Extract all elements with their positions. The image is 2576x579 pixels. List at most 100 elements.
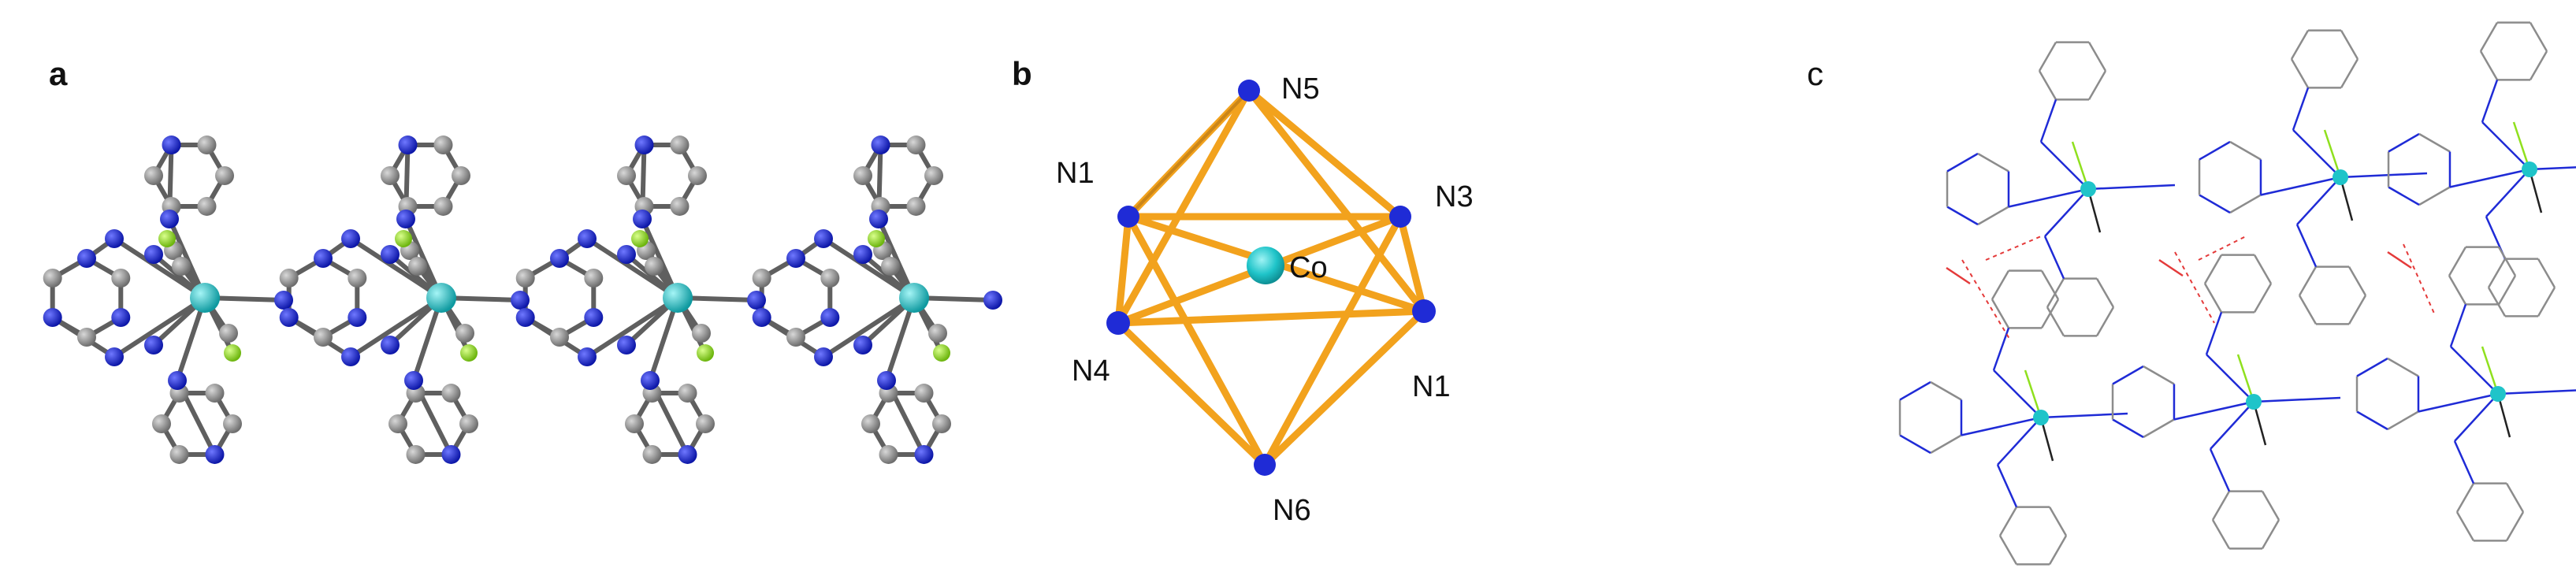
carbon-atom [625,414,644,433]
wire-bond [2087,184,2176,191]
bond [822,295,916,359]
wire-bond [2203,254,2223,284]
wire-bond [2418,132,2451,153]
wire-bond [2112,365,2144,385]
wire-bond [1998,535,2018,565]
nitrogen-atom [752,308,771,327]
wire-bond [2448,247,2467,277]
nitrogen-atom [578,347,597,366]
nitrogen-atom [617,245,636,264]
nitrogen-atom [584,308,604,327]
wire-bond [2173,400,2254,421]
nitrogen-atom [398,135,418,155]
cobalt-atom [190,283,220,313]
wire-bond [2454,393,2499,442]
atom-n5 [1238,80,1260,102]
wire-bond [1946,152,1979,173]
wire-bond [2479,22,2499,52]
nitrogen-atom [144,336,163,354]
halogen-atom [631,230,649,247]
wire-bond [2448,275,2467,305]
wire-bond [2347,295,2367,325]
wire-bond [2487,287,2507,317]
wire-bond [2295,224,2318,268]
carbon-atom [348,269,367,288]
carbon-atom [906,135,926,155]
edge [1245,87,1404,221]
wire-bond [2292,87,2310,131]
wire-bond [2048,535,2068,565]
wire-bond [1996,464,2018,508]
wire-bond [2261,491,2280,521]
wire-bond [2356,357,2388,377]
nitrogen-atom [550,249,569,268]
edge [1124,213,1269,469]
carbon-atom [692,324,711,343]
wire-bond [2505,511,2525,541]
nitrogen-atom [441,444,461,464]
wire-bond [1977,206,2009,226]
nitrogen-atom [641,371,660,390]
carbon-atom [670,196,690,216]
wire-bond [2387,357,2419,377]
wire-bond [1930,434,1962,455]
halogen-atom [697,344,714,362]
wire-bond [2388,186,2420,206]
carbon-atom [678,384,697,403]
label-n5: N5 [1281,72,1320,106]
wire-bond [2253,254,2273,284]
carbon-atom [77,328,96,347]
halogen-atom [224,344,241,362]
nitrogen-atom [168,371,187,390]
atom-n3 [1389,206,1411,228]
wire-bond [2455,483,2475,513]
nitrogen-atom [77,249,96,268]
nitrogen-atom [381,336,400,354]
wire-bond [2038,70,2057,100]
nitrogen-atom [983,291,1002,310]
label-co: Co [1289,251,1328,284]
wire-bond [2481,346,2500,395]
halogen-atom [933,344,950,362]
wire-bond [2203,283,2223,313]
carbon-atom [617,166,636,185]
carbon-atom [645,257,664,276]
edge [1114,87,1253,327]
cobalt-atom [899,283,929,313]
carbon-atom [515,269,535,288]
wire-bond [2209,448,2231,492]
wire-bond [2453,440,2475,484]
nitrogen-atom [747,291,766,310]
wire-bond [2206,354,2254,403]
nitrogen-atom [396,210,415,228]
carbon-atom [205,384,225,403]
carbon-atom [861,414,880,433]
edge [1114,307,1428,327]
atom-n4 [1106,311,1130,335]
packing-wireframe [1898,21,2576,566]
oxygen-bond [2158,258,2184,277]
octahedron-diagram: N5 N1 N3 Co N4 N1 N6 [1056,72,1474,527]
wire-bond [2449,168,2530,188]
atom-n1-upper [1117,206,1139,228]
wire-bond [2481,79,2499,123]
nitrogen-atom [111,308,131,327]
nitrogen-atoms [1106,80,1436,476]
cobalt-atom [2490,386,2506,402]
wire-bond [2449,303,2467,347]
cobalt-atom [2522,161,2537,177]
carbon-atom [752,269,771,288]
nitrogen-atom [820,308,840,327]
cobalt-atom [2246,394,2262,410]
carbon-atom [111,269,131,288]
wire-bond [2485,169,2530,217]
wire-bond [2537,258,2556,288]
label-n3: N3 [1435,180,1474,213]
edge [1396,213,1428,315]
hydrogen-bond [2174,251,2215,324]
carbon-atom [688,166,707,185]
carbon-atom [406,444,426,464]
wire-bond [2112,418,2144,439]
wire-bond [1977,152,2009,173]
bond [113,295,206,359]
